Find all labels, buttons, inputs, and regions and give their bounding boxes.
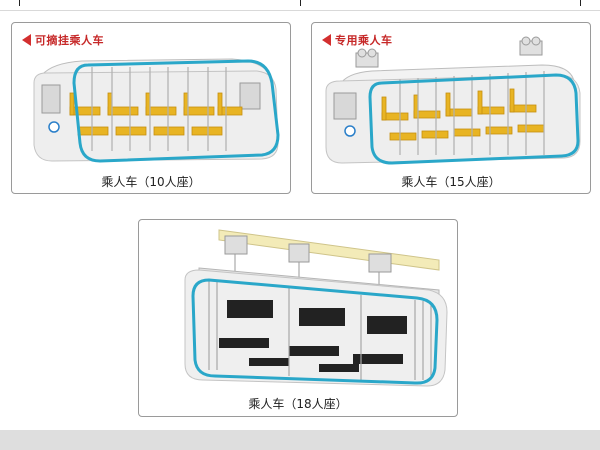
passenger-car-15-seat-illustration	[325, 36, 581, 165]
product-tag: 专用乘人车	[322, 32, 393, 48]
product-card-18-seat: 乘人车（18人座）	[138, 219, 458, 417]
red-arrow-icon	[22, 34, 31, 46]
passenger-car-10-seat-illustration	[33, 58, 280, 163]
red-arrow-icon	[322, 34, 331, 46]
top-tick	[300, 0, 301, 6]
top-strip	[0, 0, 600, 11]
top-tick	[580, 0, 581, 6]
product-tag-label: 可摘挂乘人车	[35, 34, 104, 47]
top-tick	[19, 0, 20, 6]
product-caption: 乘人车（18人座）	[248, 397, 348, 411]
product-caption: 乘人车（15人座）	[401, 175, 501, 189]
passenger-car-18-seat-illustration	[184, 229, 448, 387]
footer-bar	[0, 430, 600, 450]
product-tag: 可摘挂乘人车	[22, 32, 104, 48]
product-card-15-seat: 专用乘人车 乘人车	[311, 22, 591, 194]
product-caption: 乘人车（10人座）	[101, 175, 201, 189]
product-card-10-seat: 可摘挂乘人车 乘人车（10人座）	[11, 22, 291, 194]
product-tag-label: 专用乘人车	[335, 34, 393, 47]
